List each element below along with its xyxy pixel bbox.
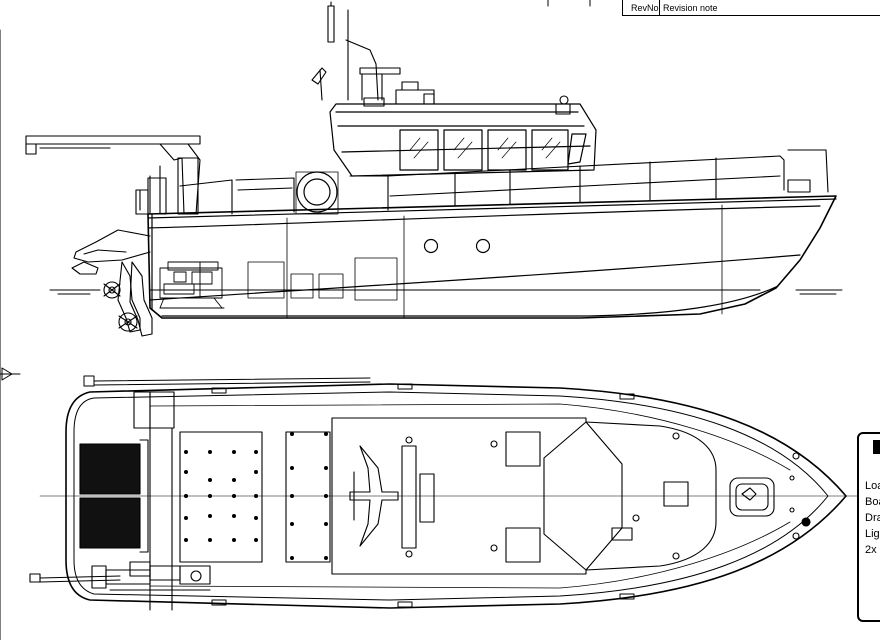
spec-line: Lig (865, 528, 880, 540)
wheelhouse-window (443, 129, 483, 171)
wheelhouse-window (399, 129, 439, 171)
bow-fittings (729, 452, 811, 540)
spec-line: Dra (865, 512, 880, 524)
spec-line: 2x (865, 544, 877, 556)
spec-line: Boa (865, 496, 880, 508)
deck-hatch (179, 431, 263, 563)
revision-col-revno: RevNo (631, 3, 659, 13)
radar-arch (349, 436, 435, 558)
spec-panel-heading-mark (873, 440, 880, 454)
side-hatch (318, 273, 344, 299)
rubbing-strake (147, 205, 821, 229)
crane-plan (29, 561, 211, 591)
wheelhouse (329, 103, 597, 177)
hull-outline (147, 195, 837, 319)
spec-lines: Loa Boa Dra Lig 2x (865, 478, 880, 558)
frame-marks (0, 0, 591, 640)
crane (25, 135, 201, 215)
wheelhouse-window (487, 129, 527, 171)
deck-hatch (285, 431, 331, 563)
cleats (211, 383, 635, 608)
revision-col-note: Revision note (663, 3, 718, 13)
stern-drives (71, 229, 153, 337)
spec-panel: Loa Boa Dra Lig 2x (857, 432, 880, 622)
side-hatch (354, 257, 398, 301)
side-hatch (247, 261, 285, 299)
fender-line (149, 403, 791, 471)
keel-line (161, 285, 779, 317)
spec-line: Loa (865, 480, 880, 492)
boom (83, 375, 371, 387)
life-ring (295, 171, 339, 215)
bulwark-inner (73, 391, 829, 601)
hatch-bolts (184, 432, 328, 560)
deck-outline (65, 383, 847, 609)
revision-table: RevNo Revision note (622, 0, 880, 16)
side-hatch (290, 273, 314, 299)
porthole (475, 238, 491, 254)
stern-area (79, 391, 175, 611)
plan-view (29, 375, 871, 611)
wheelhouse-window (531, 129, 569, 171)
wheelhouse-window (567, 133, 587, 165)
chine-line (149, 254, 801, 301)
porthole (423, 238, 439, 254)
sheer-line (147, 198, 837, 219)
wheelhouse-top (331, 417, 717, 575)
mast-and-roof-equipment (311, 1, 571, 115)
engine (159, 261, 225, 309)
waterline (49, 289, 843, 295)
profile-view (25, 1, 843, 337)
